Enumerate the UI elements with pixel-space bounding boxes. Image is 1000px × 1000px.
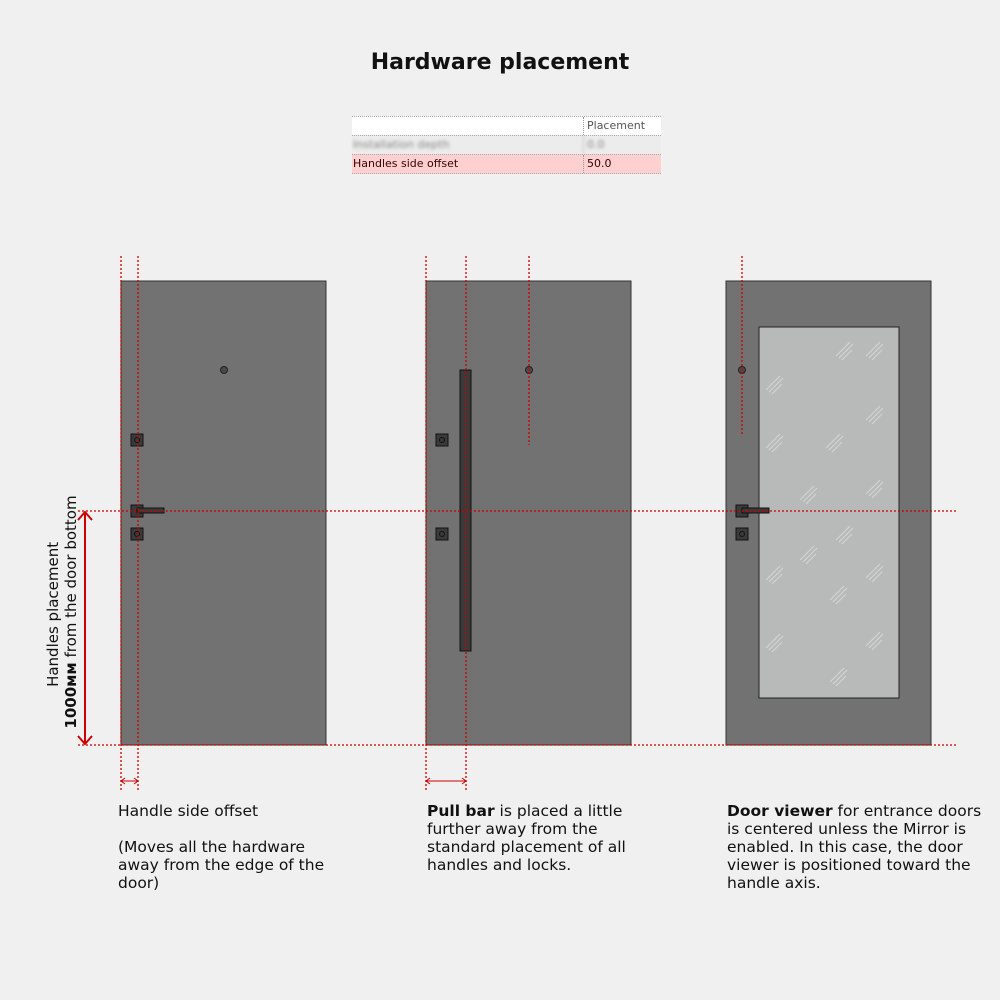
property-value: 50.0 bbox=[583, 155, 661, 173]
properties-table: Placement Installation depth 0.0 Handles… bbox=[352, 116, 661, 174]
dimension-line1: Handles placement bbox=[44, 542, 62, 687]
caption-door-viewer: Door viewer for entrance doors is center… bbox=[727, 802, 982, 892]
height-dimension-arrow bbox=[77, 510, 93, 746]
caption-left-note: (Moves all the hardware away from the ed… bbox=[118, 838, 325, 892]
door-middle bbox=[425, 280, 632, 746]
guide-lines bbox=[78, 256, 958, 790]
property-label: Handles side offset bbox=[353, 157, 459, 170]
glass-panel bbox=[758, 326, 900, 699]
property-row-handles-side-offset: Handles side offset 50.0 bbox=[352, 154, 661, 174]
dimension-line2: from the door bottom bbox=[62, 495, 80, 662]
page-title: Hardware placement bbox=[370, 50, 630, 75]
caption-pull-bar: Pull bar is placed a little further away… bbox=[427, 802, 657, 874]
caption-right-text: for entrance doors is centered unless th… bbox=[727, 802, 982, 892]
dimension-value: 1000мм bbox=[62, 662, 80, 728]
lock-upper-left bbox=[130, 433, 144, 447]
properties-header-row: Placement bbox=[352, 116, 661, 135]
offset-dimension-arrows bbox=[120, 777, 467, 785]
caption-middle-text: is placed a little further away from the… bbox=[427, 802, 626, 874]
lock-lower-right bbox=[735, 527, 749, 541]
property-label: Installation depth bbox=[353, 138, 450, 151]
lock-lower-middle bbox=[435, 527, 449, 541]
caption-middle-bold: Pull bar bbox=[427, 802, 495, 820]
dimension-label: Handles placement 1000мм from the door b… bbox=[44, 495, 80, 728]
lock-lower-left bbox=[130, 527, 144, 541]
properties-header-placement: Placement bbox=[583, 117, 661, 135]
caption-handle-side-offset: Handle side offset (Moves all the hardwa… bbox=[118, 802, 348, 892]
lock-upper-middle bbox=[435, 433, 449, 447]
caption-left-text: Handle side offset bbox=[118, 802, 259, 820]
door-viewer-left bbox=[220, 366, 228, 374]
property-value: 0.0 bbox=[583, 136, 661, 154]
property-row-installation-depth: Installation depth 0.0 bbox=[352, 135, 661, 154]
caption-right-bold: Door viewer bbox=[727, 802, 833, 820]
